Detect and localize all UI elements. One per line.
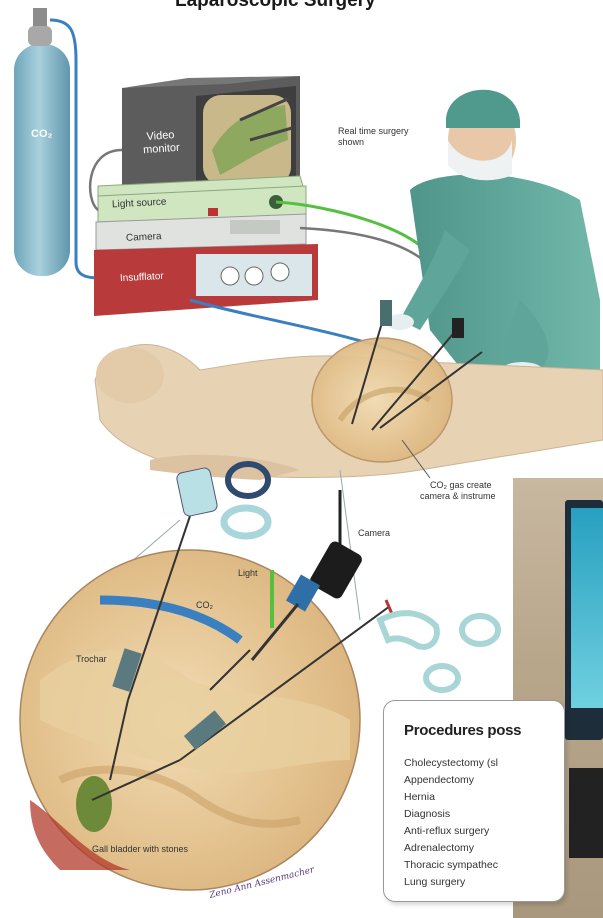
gall-bladder-label: Gall bladder with stones [92, 844, 188, 855]
procedures-heading: Procedures poss [404, 722, 521, 739]
trochar-label: Trochar [76, 654, 107, 665]
procedure-item: Adrenalectomy [404, 840, 498, 857]
surgeon-figure [386, 90, 600, 382]
procedure-item: Thoracic sympathec [404, 857, 498, 874]
procedures-panel: Procedures poss Cholecystectomy (sl Appe… [383, 700, 565, 902]
co2-tube-label: CO₂ [196, 600, 213, 611]
co2-tank [14, 8, 70, 276]
insufflator-label: Insufflator [120, 271, 164, 284]
light-cable-label: Light [238, 568, 258, 579]
procedure-item: Appendectomy [404, 772, 498, 789]
video-monitor-label: Video monitor [135, 128, 187, 157]
procedure-item: Cholecystectomy (sl [404, 755, 498, 772]
co2-gas-note-line2: camera & instrume [420, 491, 496, 502]
real-time-note: Real time surgery shown [338, 126, 414, 148]
diagram-title: Laparoscopic Surgery [175, 0, 376, 12]
photo-monitor-display [571, 508, 603, 708]
inset-magnified-view [20, 470, 360, 890]
camera-unit-label: Camera [126, 231, 162, 244]
grasper-handle-right [380, 600, 498, 690]
camera-cable-label: Camera [358, 528, 390, 539]
procedure-item: Anti-reflux surgery [404, 823, 498, 840]
co2-tank-label: CO₂ [31, 128, 52, 140]
procedure-item: Hernia [404, 789, 498, 806]
procedure-item: Lung surgery [404, 874, 498, 891]
procedure-item: Diagnosis [404, 806, 498, 823]
photo-keyboard [569, 768, 603, 858]
co2-gas-note-line1: CO₂ gas create [430, 480, 492, 491]
procedures-list: Cholecystectomy (sl Appendectomy Hernia … [404, 755, 498, 891]
